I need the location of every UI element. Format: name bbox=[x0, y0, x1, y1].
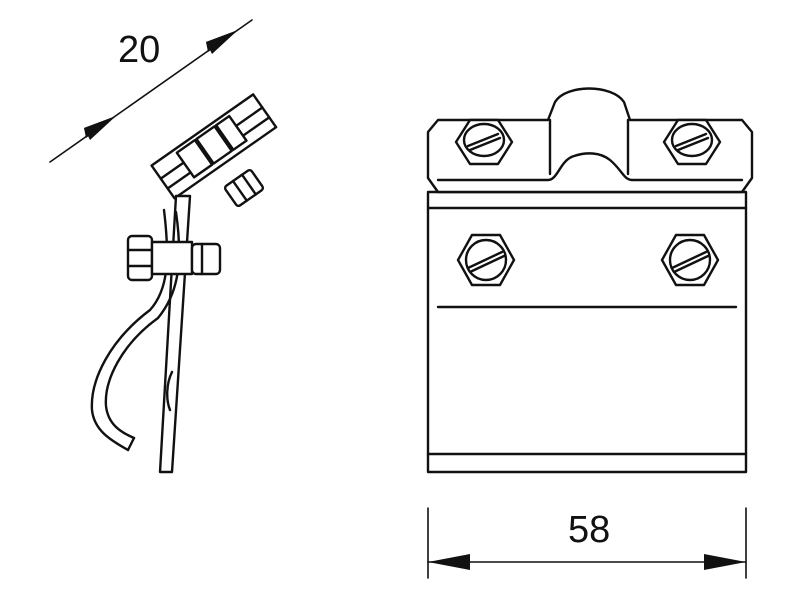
dimension-label-20: 20 bbox=[118, 29, 160, 71]
head-nut bbox=[223, 168, 265, 208]
bolt-body-left bbox=[456, 233, 516, 287]
bolt-body-right bbox=[660, 233, 720, 287]
bolt-top-right bbox=[662, 118, 722, 166]
side-view: 20 bbox=[49, 19, 278, 474]
strap-detail bbox=[166, 370, 174, 412]
bolt-top-left bbox=[454, 118, 514, 166]
dimension-20: 20 bbox=[49, 19, 253, 163]
strap-plate bbox=[158, 194, 192, 474]
arrow-head-left bbox=[428, 554, 470, 570]
arrow-head-right bbox=[704, 554, 746, 570]
dimension-58: 58 bbox=[427, 507, 747, 579]
clamp-strip bbox=[426, 87, 754, 194]
side-bolt bbox=[126, 234, 222, 282]
dimension-label-58: 58 bbox=[568, 509, 610, 551]
clamp-head bbox=[150, 93, 278, 200]
front-view: 58 bbox=[426, 87, 754, 579]
